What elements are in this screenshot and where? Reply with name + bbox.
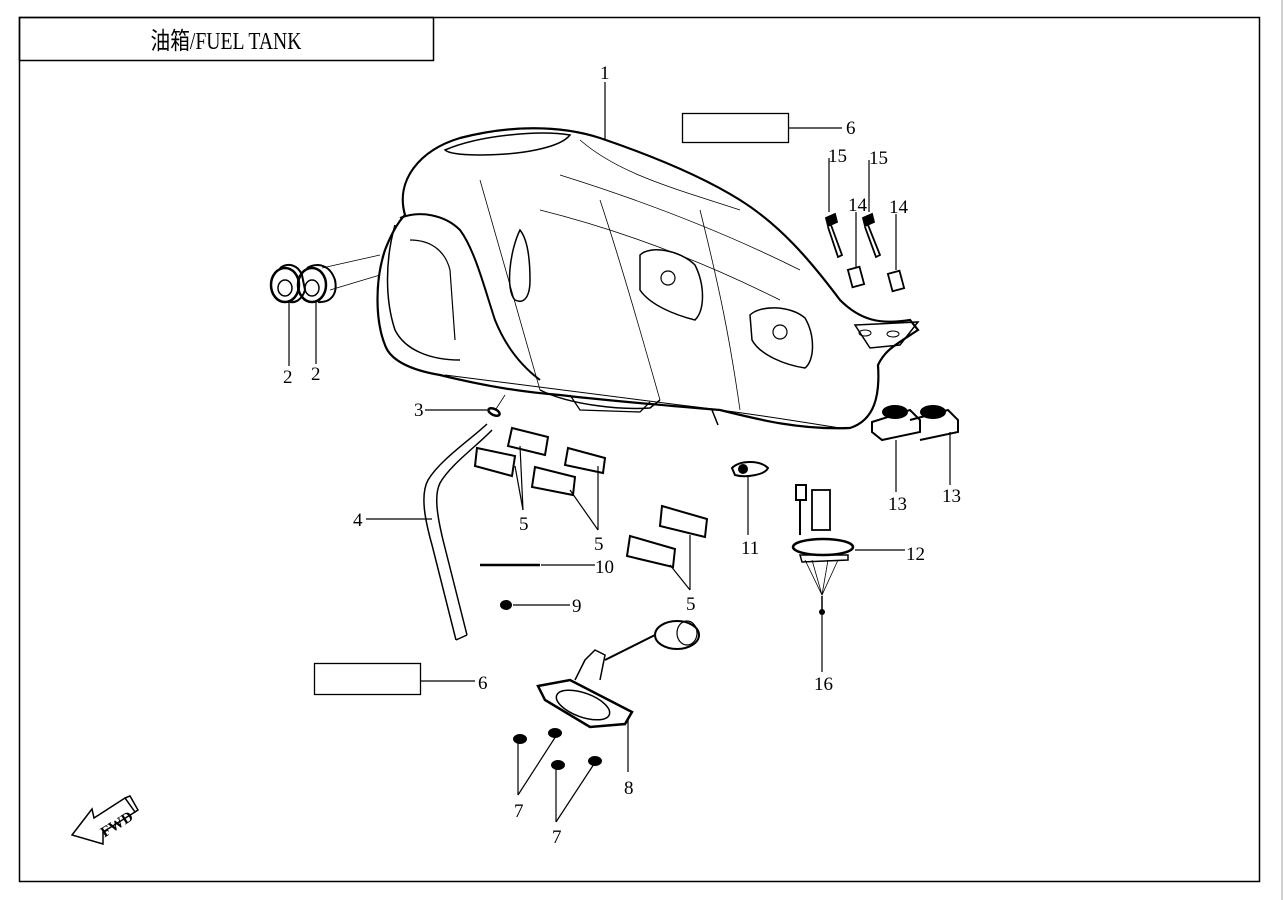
clamp[interactable] [730,461,770,478]
callout-8: 8 [624,778,634,799]
callout-13-left: 13 [888,494,907,515]
callout-14-left: 14 [848,195,868,216]
callout-14-right: 14 [889,197,909,218]
callout-13-right: 13 [942,486,961,507]
callout-5-right: 5 [686,594,696,615]
callout-6-upper: 6 [846,118,856,139]
callout-5-middle: 5 [594,534,604,555]
fuel-pump[interactable] [791,484,855,596]
callout-7-left: 7 [514,801,524,822]
page-title: 油箱/FUEL TANK [150,29,302,55]
title-box [18,16,435,62]
nuts[interactable] [513,728,602,770]
callout-9: 9 [572,596,582,617]
drawing-frame [18,16,1261,883]
hose-clamp[interactable] [487,394,506,417]
leader-lines [288,82,951,823]
rubber-pads[interactable] [473,426,709,569]
screw[interactable] [500,600,512,610]
callout-4: 4 [353,510,363,531]
callout-labels: 1 6 15 15 14 14 2 2 3 4 5 5 5 10 9 11 12… [283,63,961,848]
callout-3: 3 [414,400,424,421]
callout-2-right: 2 [311,364,321,385]
callout-15-left: 15 [828,146,847,167]
callout-10: 10 [595,557,614,578]
bolts-and-bushings[interactable] [824,212,906,293]
fuel-level-sensor[interactable] [536,620,700,729]
rubber-mounts[interactable] [871,405,959,442]
page-edge [1281,0,1283,900]
breather-hose[interactable] [423,423,493,641]
part-6-lower-box [313,662,422,696]
callout-11: 11 [741,538,759,559]
forward-arrow-icon: FWD [70,795,139,845]
callout-15-right: 15 [869,148,888,169]
filter[interactable] [819,596,825,615]
callout-12: 12 [906,544,925,565]
callout-7-right: 7 [552,827,562,848]
callout-6-lower: 6 [478,673,488,694]
callout-1: 1 [600,63,610,84]
fuel-tank[interactable] [376,127,920,430]
rubber-cushion-pair[interactable] [269,254,381,304]
callout-2-left: 2 [283,367,293,388]
callout-5-left: 5 [519,514,529,535]
callout-16: 16 [814,674,833,695]
part-6-upper-box [681,112,790,144]
